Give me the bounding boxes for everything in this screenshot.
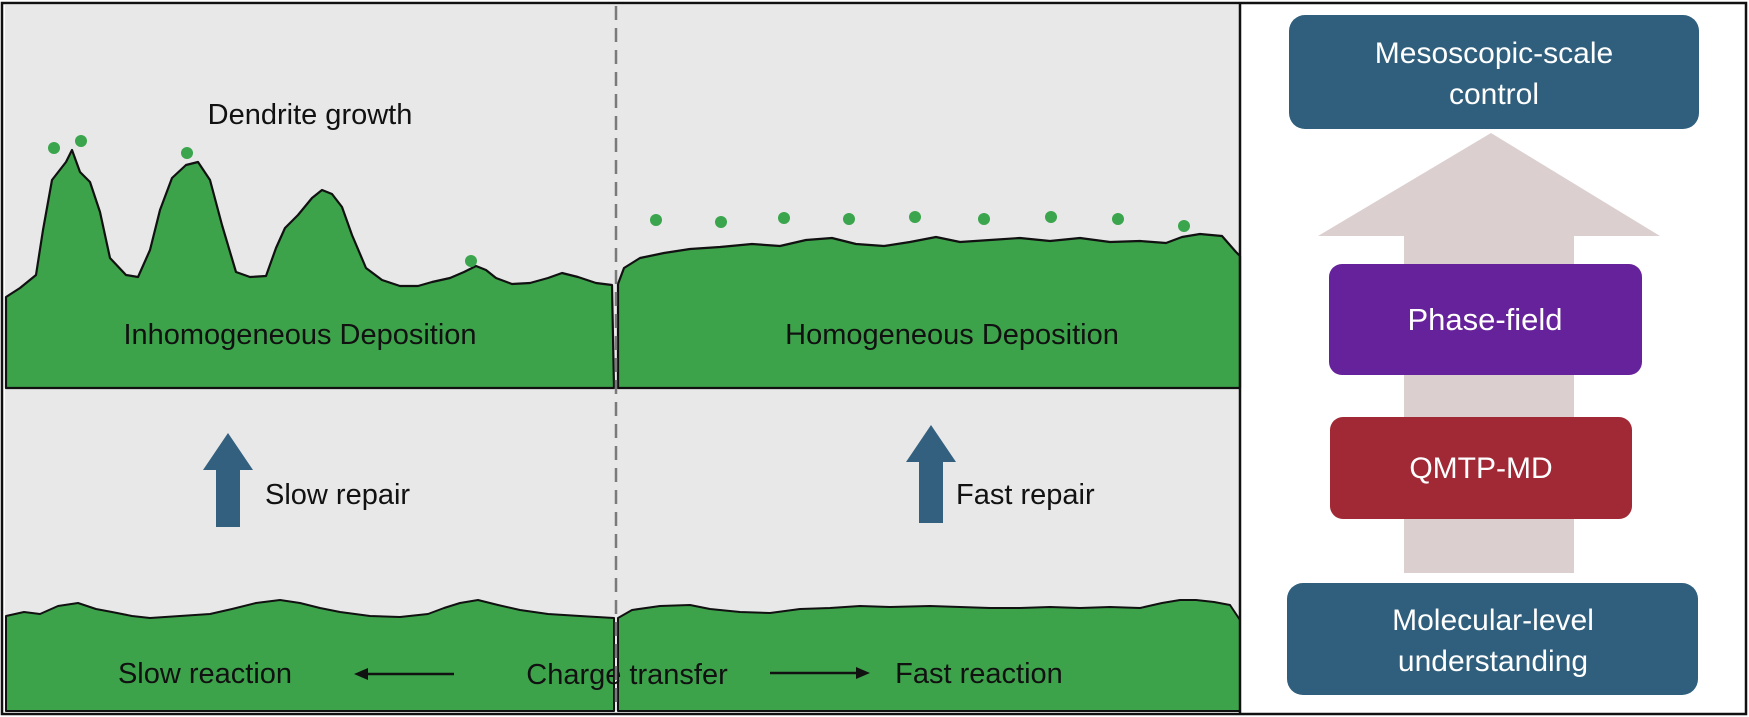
lithium-ions-left — [48, 135, 477, 267]
ion-dot — [181, 147, 193, 159]
left-direction-arrow — [354, 668, 454, 680]
ion-dot — [48, 142, 60, 154]
qmtp-md-label: QMTP-MD — [1409, 452, 1552, 485]
ion-dot — [650, 214, 662, 226]
ion-dot — [909, 211, 921, 223]
right-direction-arrow — [770, 667, 870, 679]
homogeneous-deposition-label: Homogeneous Deposition — [785, 319, 1119, 351]
mesoscopic-line2: control — [1449, 78, 1539, 111]
ion-dot — [1178, 220, 1190, 232]
fast-repair-label: Fast repair — [956, 479, 1095, 511]
ion-dot — [1112, 213, 1124, 225]
dendrite-growth-label: Dendrite growth — [208, 99, 413, 131]
fast-reaction-label: Fast reaction — [895, 658, 1063, 690]
mesoscopic-line1: Mesoscopic-scale — [1375, 37, 1613, 70]
molecular-understanding-box: Molecular-level understanding — [1287, 583, 1698, 695]
fast-repair-arrow — [906, 425, 956, 523]
mesoscopic-control-box: Mesoscopic-scale control — [1289, 15, 1699, 129]
ion-dot — [465, 255, 477, 267]
bottom-right-deposit — [617, 599, 1241, 712]
inhomogeneous-deposit — [4, 148, 616, 390]
ion-dot — [778, 212, 790, 224]
phase-field-label: Phase-field — [1407, 302, 1562, 337]
molecular-line1: Molecular-level — [1392, 604, 1594, 637]
ion-dot — [75, 135, 87, 147]
lithium-ions-right — [650, 211, 1190, 232]
ion-dot — [715, 216, 727, 228]
ion-dot — [978, 213, 990, 225]
bottom-left-deposit — [5, 599, 615, 712]
ion-dot — [1045, 211, 1057, 223]
slow-repair-arrow — [203, 433, 253, 527]
phase-field-box: Phase-field — [1329, 264, 1642, 375]
slow-reaction-label: Slow reaction — [118, 658, 292, 690]
molecular-line2: understanding — [1398, 645, 1588, 678]
inhomogeneous-deposition-label: Inhomogeneous Deposition — [123, 319, 476, 351]
ion-dot — [843, 213, 855, 225]
homogeneous-deposit — [616, 232, 1242, 390]
slow-repair-label: Slow repair — [265, 479, 410, 511]
qmtp-md-box: QMTP-MD — [1330, 417, 1632, 519]
charge-transfer-label: Charge transfer — [526, 659, 728, 691]
